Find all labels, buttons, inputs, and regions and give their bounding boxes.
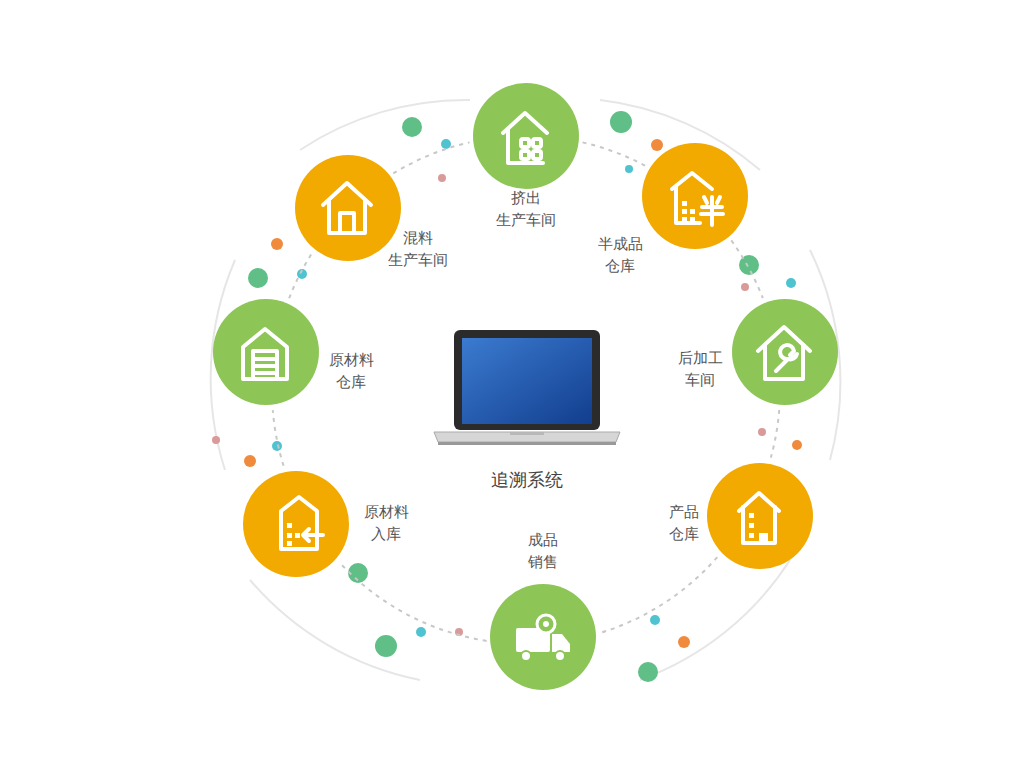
station-label: 后加工 车间 <box>678 348 723 392</box>
ring-connector <box>393 142 469 173</box>
station-node: 原材料 仓库 <box>213 299 319 405</box>
station-icon <box>243 471 349 577</box>
station-icon <box>213 299 319 405</box>
station-label: 产品 仓库 <box>669 502 699 546</box>
station-node: 原材料 入库 <box>243 471 349 577</box>
station-icon <box>707 463 813 569</box>
station-label: 原材料 仓库 <box>329 350 374 394</box>
station-circle <box>243 471 349 577</box>
station-node: 成品 销售 <box>490 584 596 690</box>
station-node: 混料 生产车间 <box>295 155 401 261</box>
station-node: 半成品 仓库 <box>642 143 748 249</box>
ring-connector <box>340 563 486 640</box>
station-circle <box>213 299 319 405</box>
system-node: 追溯系统 <box>430 328 624 498</box>
station-label: 成品 销售 <box>528 530 558 574</box>
ring-connector <box>731 240 763 298</box>
station-icon <box>642 143 748 249</box>
station-icon <box>490 584 596 690</box>
ring-connector <box>273 410 284 466</box>
station-node: 产品 仓库 <box>707 463 813 569</box>
ring-connector <box>599 557 717 633</box>
station-circle <box>473 83 579 189</box>
system-label: 追溯系统 <box>491 468 563 492</box>
ring-connector <box>289 252 312 298</box>
station-circle <box>295 155 401 261</box>
station-label: 半成品 仓库 <box>598 234 643 278</box>
station-circle <box>707 463 813 569</box>
station-circle <box>732 299 838 405</box>
station-circle <box>490 584 596 690</box>
ring-connector <box>583 142 647 166</box>
station-label: 混料 生产车间 <box>388 228 448 272</box>
station-icon <box>295 155 401 261</box>
station-label: 挤出 生产车间 <box>496 188 556 232</box>
ring-connector <box>771 410 779 458</box>
station-circle <box>642 143 748 249</box>
laptop-icon <box>430 328 624 458</box>
station-node: 后加工 车间 <box>732 299 838 405</box>
station-icon <box>473 83 579 189</box>
station-label: 原材料 入库 <box>364 502 409 546</box>
station-node: 挤出 生产车间 <box>473 83 579 189</box>
station-icon <box>732 299 838 405</box>
